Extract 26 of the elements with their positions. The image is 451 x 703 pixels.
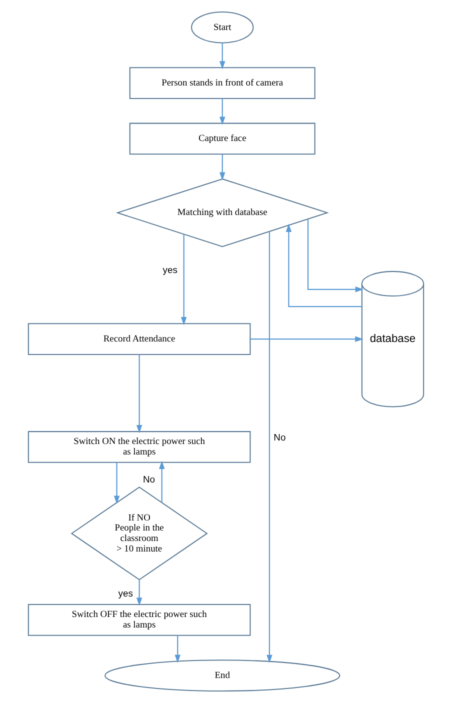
arrow <box>285 224 362 308</box>
arrow <box>218 42 225 70</box>
node-diamond: If NO People in the classroom > 10 minute <box>70 486 208 580</box>
arrow <box>266 232 272 664</box>
arrow <box>174 635 180 663</box>
arrow <box>218 154 225 181</box>
arrow <box>250 336 363 342</box>
node-box: Capture face <box>128 122 315 155</box>
node-box: Record Attendance <box>27 323 250 355</box>
arrow <box>136 354 142 434</box>
edge-label: yes <box>118 588 132 599</box>
arrow <box>180 234 186 326</box>
edge-label: No <box>273 432 286 443</box>
node-box: Switch OFF the electric power such as lamps <box>27 604 250 636</box>
arrow <box>113 462 120 504</box>
edge-label: yes <box>162 264 177 276</box>
node-ellipse: End <box>104 660 340 692</box>
arrow <box>158 460 164 502</box>
arrow <box>218 98 225 125</box>
node-box: Switch ON the electric power such as lamps <box>27 431 250 463</box>
arrow <box>306 219 364 292</box>
node-ellipse: Start <box>190 12 254 44</box>
node-diamond: Matching with database <box>115 178 328 248</box>
arrow <box>136 580 142 606</box>
node-box: Person stands in front of camera <box>128 67 315 99</box>
edge-label: No <box>142 474 154 485</box>
